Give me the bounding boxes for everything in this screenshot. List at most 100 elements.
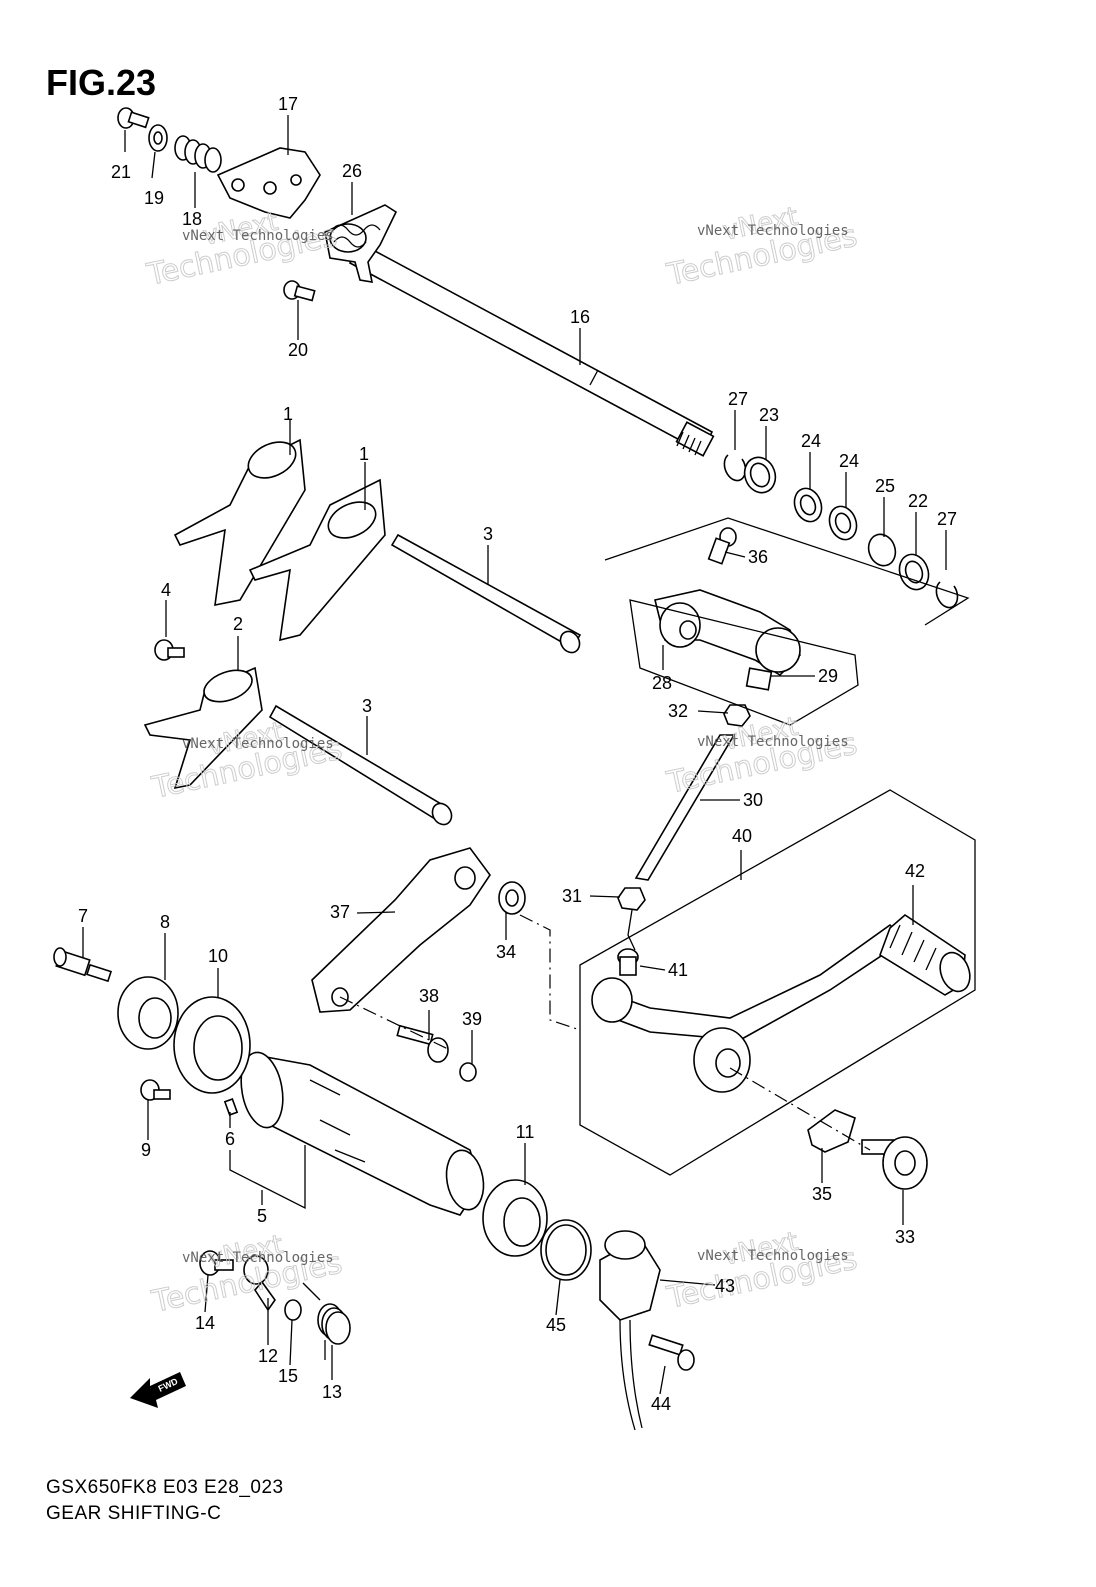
callout-21: 21: [111, 162, 131, 182]
needle-bearing-24a: [793, 487, 823, 523]
nut-32: [723, 704, 751, 727]
pivot-41: [617, 948, 639, 976]
rod-link-30-41: [627, 909, 636, 951]
callout-34: 34: [496, 942, 516, 962]
callout-15: 15: [278, 1366, 298, 1386]
callout-37: 37: [330, 902, 350, 922]
shift-fork-1b: [248, 478, 386, 642]
lever-assembly-outline: [579, 789, 976, 1176]
callout-20: 20: [288, 340, 308, 360]
shift-fork-2: [143, 666, 263, 790]
watermark-text-4: vNext Technologies: [697, 734, 849, 750]
bearing-11: [482, 1179, 548, 1257]
callout-7: 7: [78, 906, 88, 926]
stopper-14: [199, 1250, 234, 1276]
callout-19: 19: [144, 188, 164, 208]
spring-18: [174, 135, 222, 173]
watermark-text-5: vNext Technologies: [182, 1250, 334, 1266]
callout-45: 45: [546, 1315, 566, 1335]
callout-12: 12: [258, 1346, 278, 1366]
watermark-text-3: vNext Technologies: [182, 736, 334, 752]
leader-lines: [82, 115, 947, 1395]
callout-32: 32: [668, 701, 688, 721]
pin-6: [223, 1098, 239, 1116]
callout-36: 36: [748, 547, 768, 567]
watermark-group: Technologies vNext vNext Technologies Te…: [143, 201, 861, 1320]
bolt-38: [396, 1024, 449, 1063]
spring-13: [302, 1282, 351, 1360]
bolt-44: [648, 1334, 695, 1371]
bolt-36: [707, 527, 737, 565]
shift-shaft: [348, 241, 715, 457]
callout-27b: 27: [937, 509, 957, 529]
watermark-text-1: vNext Technologies: [182, 228, 334, 244]
callout-1b: 1: [359, 444, 369, 464]
callout-24b: 24: [839, 451, 859, 471]
callout-40: 40: [732, 826, 752, 846]
watermark-text-6: vNext Technologies: [697, 1248, 849, 1264]
washer-19-hole: [153, 131, 163, 145]
o-ring-45-inner: [545, 1224, 587, 1276]
needle-bearing-24b: [828, 505, 858, 541]
bolt-9: [140, 1079, 171, 1101]
callout-14: 14: [195, 1313, 215, 1333]
bolt-33: [861, 1136, 928, 1190]
bolt-4: [154, 639, 185, 661]
callout-18: 18: [182, 209, 202, 229]
dash-34-lever: [519, 914, 581, 1031]
circlip-27b: [935, 581, 959, 609]
callout-24a: 24: [801, 431, 821, 451]
callout-16: 16: [570, 307, 590, 327]
arm-assembly-outline-top: [604, 517, 970, 626]
callout-22: 22: [908, 491, 928, 511]
fwd-arrow-icon: FWD: [130, 1372, 186, 1408]
rod-end-29: [745, 627, 801, 691]
callout-27a: 27: [728, 389, 748, 409]
gear-position-switch-43: [599, 1230, 661, 1431]
callout-42: 42: [905, 861, 925, 881]
dash-lever-bolt: [729, 1067, 871, 1151]
dash-37-38: [339, 996, 451, 1051]
oil-seal-22-hole: [904, 560, 924, 584]
cam-stopper-plate: [216, 147, 321, 219]
callout-17: 17: [278, 94, 298, 114]
washer-35: [807, 1109, 856, 1153]
shift-fork-1a: [173, 438, 306, 607]
callout-39: 39: [462, 1009, 482, 1029]
bearing-10: [173, 996, 251, 1094]
callout-3b: 3: [362, 696, 372, 716]
callout-3a: 3: [483, 524, 493, 544]
arm-assembly-outline: [629, 599, 859, 726]
callout-8: 8: [160, 912, 170, 932]
nut-31: [617, 887, 646, 911]
fork-shaft-3a: [390, 533, 582, 654]
bolt-21: [117, 107, 150, 129]
washer-34-hole: [505, 889, 519, 907]
collar-25: [867, 533, 897, 567]
callout-44: 44: [651, 1394, 671, 1414]
callout-1a: 1: [283, 404, 293, 424]
circlip-27a: [723, 454, 747, 482]
callout-6: 6: [225, 1129, 235, 1149]
callout-31: 31: [562, 886, 582, 906]
callout-4: 4: [161, 580, 171, 600]
watermark-text-2: vNext Technologies: [697, 223, 849, 239]
bolt-7: [53, 947, 113, 983]
gear-shift-cam: [240, 1051, 485, 1216]
cam-plate-8: [117, 976, 179, 1050]
callout-33: 33: [895, 1227, 915, 1247]
fork-shaft-3b: [268, 704, 453, 826]
callout-25: 25: [875, 476, 895, 496]
gearshift-lever-40: [591, 923, 907, 1093]
callout-38: 38: [419, 986, 439, 1006]
callout-10: 10: [208, 946, 228, 966]
callout-28: 28: [652, 673, 672, 693]
figure-title: FIG.23: [46, 62, 157, 103]
callout-11: 11: [516, 1122, 535, 1142]
washer-15: [284, 1299, 302, 1321]
callout-30: 30: [743, 790, 763, 810]
shaft-arm-assembly: [324, 204, 398, 283]
callout-43: 43: [715, 1276, 735, 1296]
